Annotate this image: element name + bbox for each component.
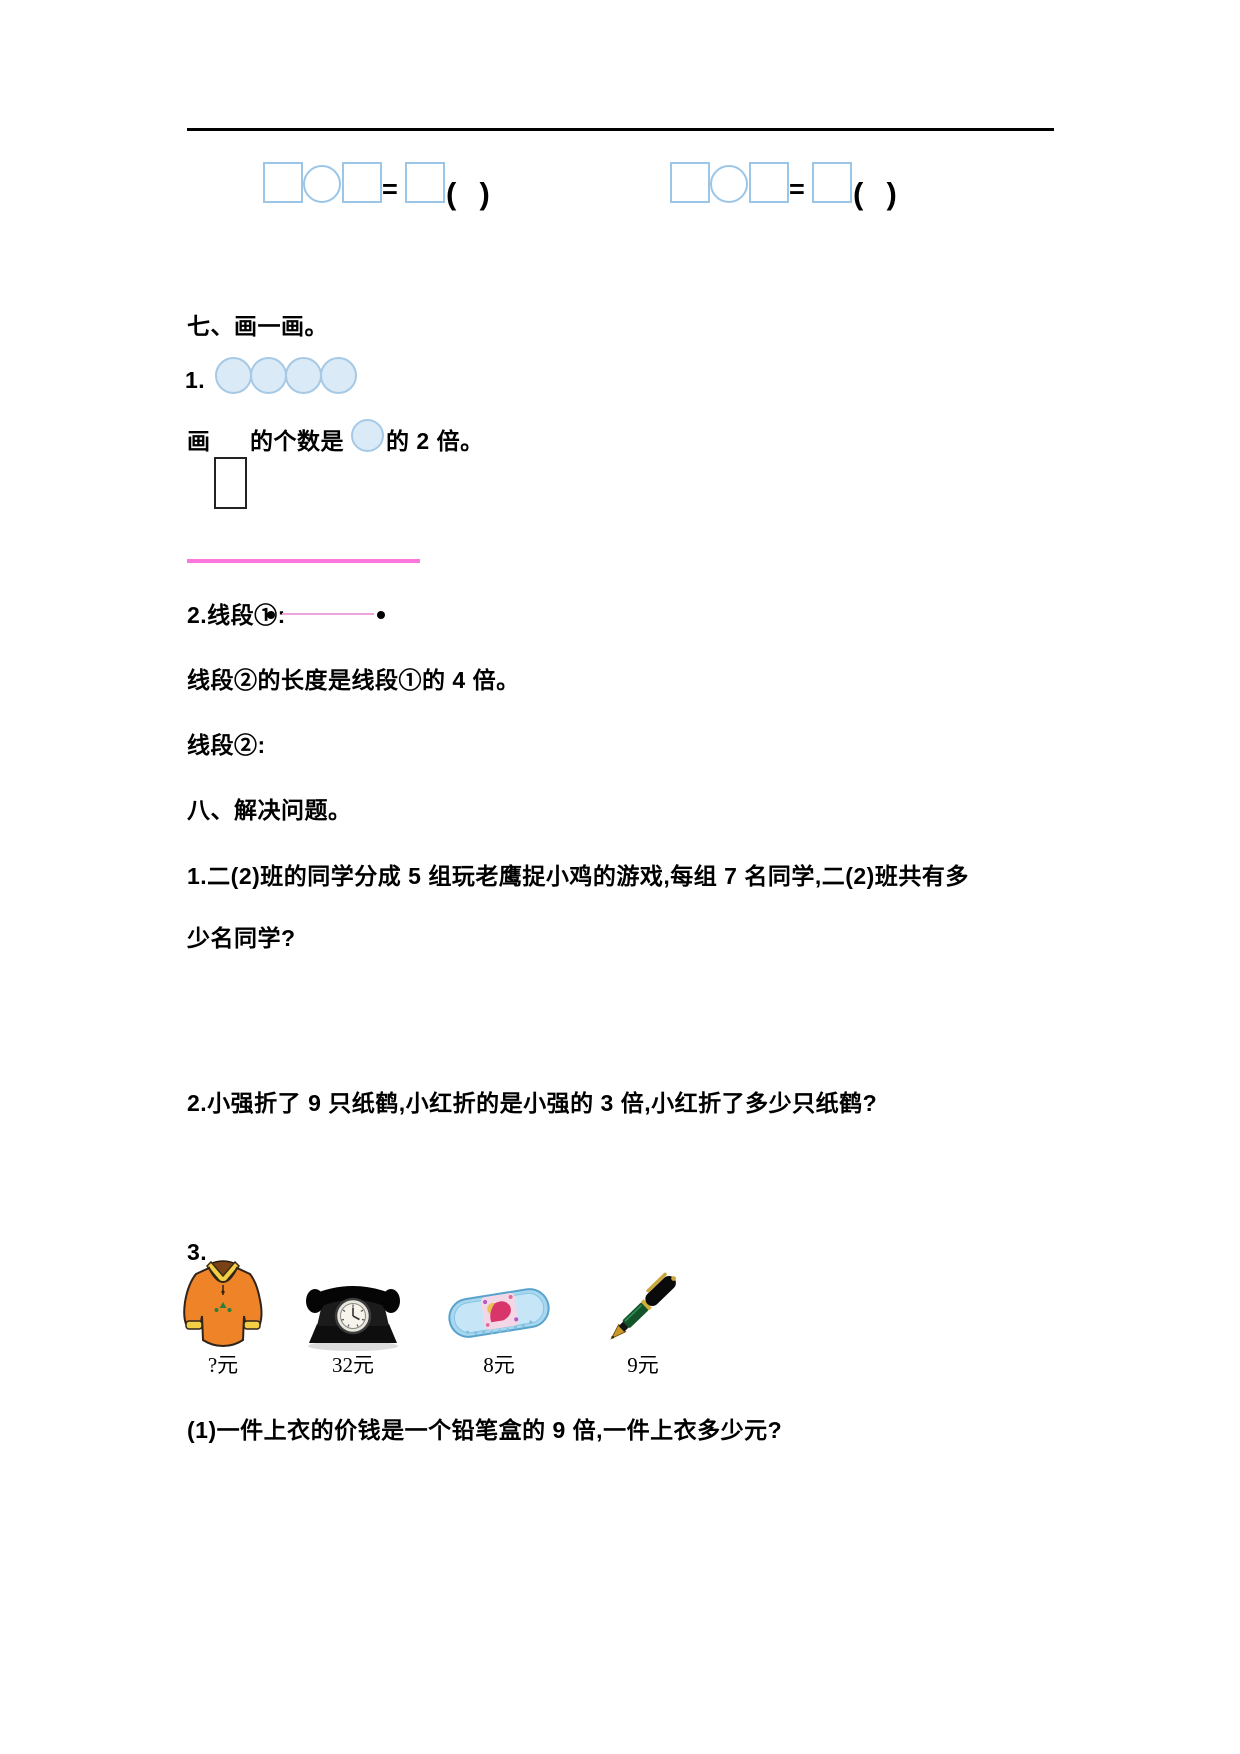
answer-box — [263, 162, 303, 203]
draw-prompt-suffix: 的 2 倍。 — [386, 428, 484, 454]
draw-prompt-prefix: 画 — [187, 428, 211, 454]
segment-2-label: 线段②: — [187, 732, 266, 758]
jacket-price-label: ?元 — [207, 1353, 239, 1377]
segment-endpoint-dot — [267, 611, 275, 619]
jacket-icon — [180, 1258, 266, 1350]
answer-box — [405, 162, 445, 203]
equals-sign: = — [382, 174, 398, 204]
equation-shapes-group-2: = ( ) — [670, 162, 920, 217]
operator-circle — [710, 165, 748, 203]
answer-box — [812, 162, 852, 203]
telephone-icon — [303, 1280, 403, 1352]
blue-circle-shape — [285, 357, 322, 394]
draw-shape-box — [214, 457, 247, 509]
pink-answer-line — [187, 559, 420, 563]
problem-1-line-2: 少名同学? — [187, 925, 296, 951]
unit-parentheses: ( ) — [853, 176, 899, 211]
reference-circle-shape — [351, 419, 384, 452]
unit-parentheses: ( ) — [446, 176, 492, 211]
segment-endpoint-dot — [377, 611, 385, 619]
answer-box — [670, 162, 710, 203]
draw-prompt-middle: 的个数是 — [250, 428, 344, 454]
blue-circle-shape — [250, 357, 287, 394]
problem-1-line-1: 1.二(2)班的同学分成 5 组玩老鹰捉小鸡的游戏,每组 7 名同学,二(2)班… — [187, 863, 969, 889]
pen-icon — [597, 1264, 689, 1352]
pencil-case-icon — [443, 1282, 555, 1344]
pencil-case-price-label: 8元 — [483, 1353, 515, 1377]
pen-price-label: 9元 — [627, 1353, 659, 1377]
equation-shapes-group-1: = ( ) — [263, 162, 513, 217]
answer-box — [342, 162, 382, 203]
answer-box — [749, 162, 789, 203]
top-divider-line — [187, 128, 1054, 131]
problem-2-text: 2.小强折了 9 只纸鹤,小红折的是小强的 3 倍,小红折了多少只纸鹤? — [187, 1090, 878, 1116]
section-8-heading: 八、解决问题。 — [187, 797, 352, 823]
telephone-price-label: 32元 — [332, 1353, 374, 1377]
segment-1-line — [282, 613, 374, 615]
item-1-number: 1. — [185, 367, 206, 393]
problem-3-number: 3. — [187, 1239, 208, 1265]
operator-circle — [303, 165, 341, 203]
segment-statement: 线段②的长度是线段①的 4 倍。 — [187, 667, 520, 693]
problem-3-question-1: (1)一件上衣的价钱是一个铅笔盒的 9 倍,一件上衣多少元? — [187, 1417, 783, 1443]
blue-circle-shape — [320, 357, 357, 394]
equals-sign: = — [789, 174, 805, 204]
section-7-heading: 七、画一画。 — [187, 313, 328, 339]
blue-circle-shape — [215, 357, 252, 394]
